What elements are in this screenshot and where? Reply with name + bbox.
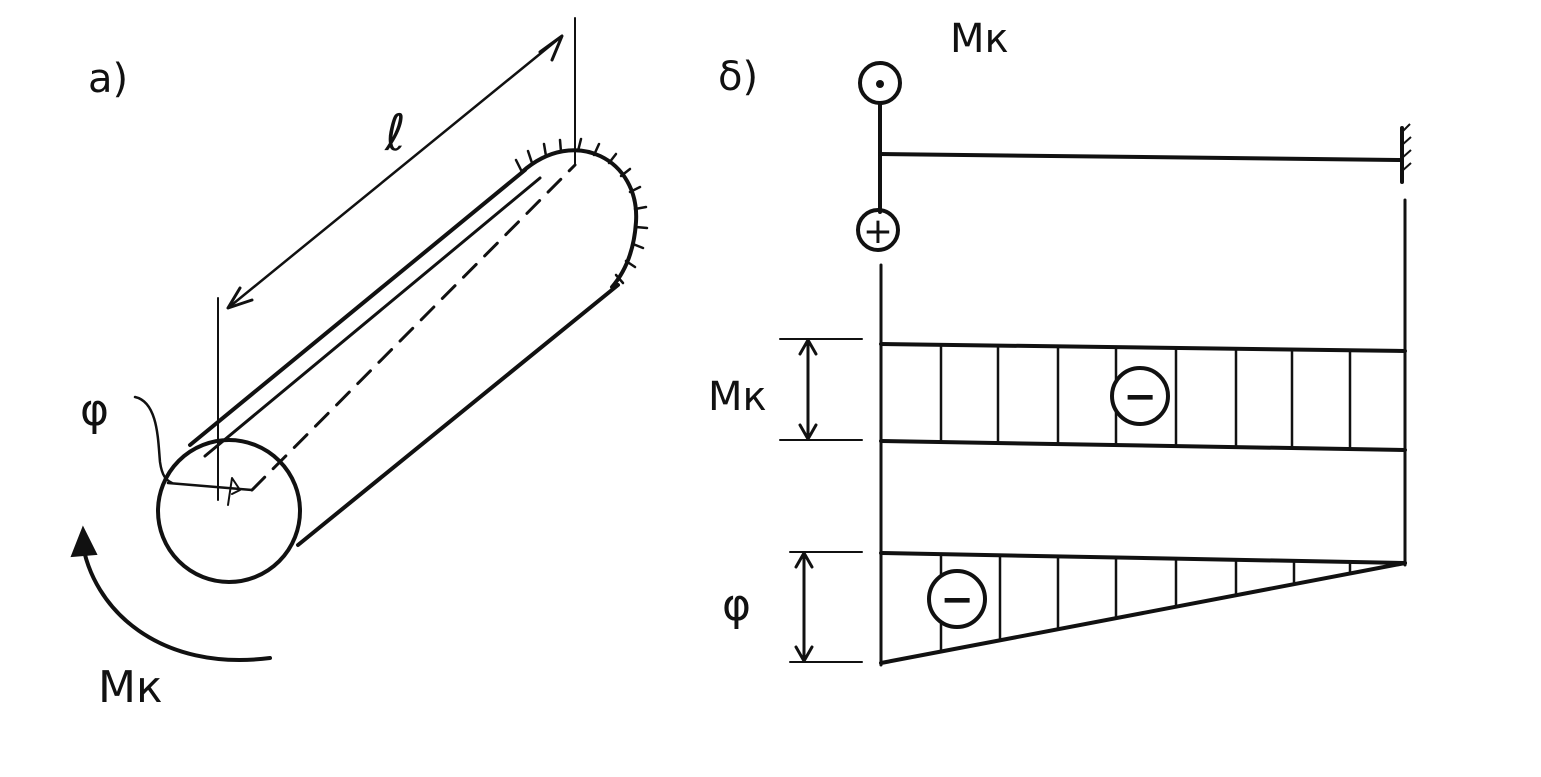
torque-cross-sign: + bbox=[863, 211, 893, 252]
torque-dim-arrow-top bbox=[798, 338, 818, 356]
beam-scheme: + bbox=[856, 61, 1412, 252]
angle-arc-mark bbox=[227, 477, 241, 506]
torque-dot-center bbox=[876, 80, 884, 88]
torque-sign-circle bbox=[1110, 366, 1170, 426]
fixed-support-hatching bbox=[514, 137, 649, 285]
torque-moment: Mк bbox=[70, 525, 272, 713]
angle-diagram: − φ bbox=[722, 551, 1407, 665]
arrow-head-right bbox=[538, 34, 564, 62]
torque-dim-arrow-bottom bbox=[798, 423, 818, 441]
panel-b: δ) Mк + bbox=[708, 16, 1412, 667]
torque-label: Mк bbox=[98, 662, 163, 713]
arrow-head-left bbox=[226, 286, 254, 310]
angle-sign-circle bbox=[927, 569, 987, 629]
torque-diagram-hatching bbox=[939, 345, 1352, 449]
angle-diagram-slope bbox=[879, 561, 1407, 665]
angle-leader-line bbox=[133, 395, 174, 485]
beam-axis bbox=[878, 152, 1404, 162]
angle-radius-line bbox=[166, 481, 254, 492]
angle-diagram-label: φ bbox=[722, 580, 751, 631]
shaft-bottom-edge bbox=[296, 283, 620, 547]
angle-label: φ bbox=[80, 385, 109, 436]
torque-diagram-label: Mк bbox=[708, 374, 767, 420]
angle-dim-arrow-top bbox=[794, 551, 814, 569]
angle-diagram-hatching bbox=[939, 555, 1352, 651]
panel-a: а) ℓ bbox=[70, 17, 649, 713]
angle-diagram-base bbox=[879, 551, 1407, 565]
panel-a-label: а) bbox=[88, 56, 128, 102]
shaft-twist-dashed-line bbox=[250, 163, 577, 492]
torque-arrow-head bbox=[70, 525, 98, 558]
length-label: ℓ bbox=[384, 104, 406, 162]
torque-arc bbox=[80, 538, 272, 662]
torque-diagram-top bbox=[879, 342, 1407, 353]
torque-diagram-base bbox=[879, 439, 1407, 452]
shaft-top-edge bbox=[188, 168, 527, 447]
torque-diagram: − Mк bbox=[708, 338, 1407, 452]
shaft-fixed-end-arc bbox=[520, 148, 639, 289]
shaft-end-circle bbox=[156, 438, 302, 584]
angle-sign: − bbox=[940, 577, 974, 623]
length-dimension: ℓ bbox=[217, 17, 576, 501]
shaft-top-edge-inner bbox=[203, 176, 542, 458]
length-dimension-line bbox=[226, 34, 564, 310]
torque-top-label: Mк bbox=[950, 16, 1009, 62]
torque-cross-symbol bbox=[856, 208, 900, 252]
twist-angle: φ bbox=[80, 385, 254, 506]
panel-b-label: δ) bbox=[718, 54, 758, 100]
shaft bbox=[156, 148, 639, 584]
angle-dim-arrow-bottom bbox=[794, 645, 814, 663]
torque-sign: − bbox=[1123, 374, 1157, 420]
beam-wall-hatching bbox=[1401, 123, 1412, 172]
